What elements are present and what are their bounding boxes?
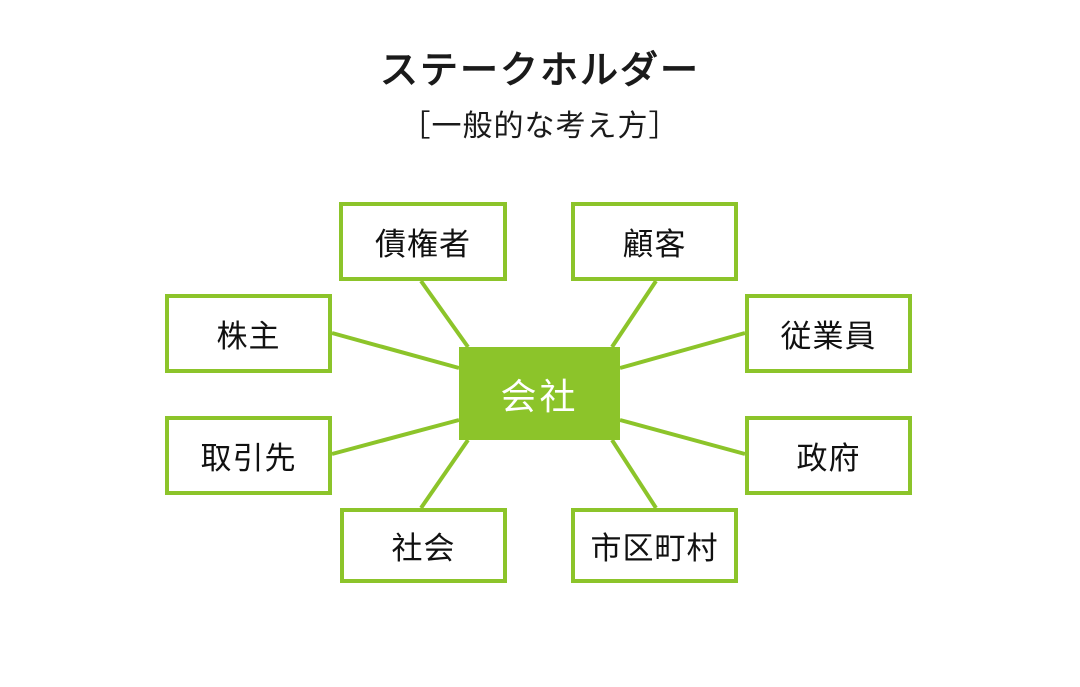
page-title: ステークホルダー [379, 48, 700, 92]
node-creditors[interactable]: 債権者 [339, 202, 507, 281]
node-suppliers[interactable]: 取引先 [165, 416, 332, 495]
node-employees[interactable]: 従業員 [745, 294, 912, 373]
node-society[interactable]: 社会 [340, 508, 507, 583]
node-label-customers: 顧客 [622, 227, 687, 263]
page-subtitle: ［一般的な考え方］ [400, 109, 680, 144]
node-label-shareholders: 株主 [216, 319, 281, 355]
node-customers[interactable]: 顧客 [571, 202, 738, 281]
node-label-employees: 従業員 [780, 319, 877, 355]
edge-society-to-company [419, 438, 470, 510]
edge-government-to-company [619, 418, 746, 456]
node-government[interactable]: 政府 [745, 416, 912, 495]
node-label-creditors: 債権者 [375, 227, 471, 263]
node-shareholders[interactable]: 株主 [165, 294, 332, 373]
node-label-suppliers: 取引先 [200, 441, 297, 477]
edge-employees-to-company [619, 331, 746, 370]
node-label-company: 会社 [500, 376, 579, 418]
node-company[interactable]: 会社 [459, 347, 620, 440]
edge-creditors-to-company [419, 279, 470, 349]
node-label-society: 社会 [391, 531, 456, 567]
edge-municipalities-to-company [610, 438, 658, 510]
node-municipalities[interactable]: 市区町村 [571, 508, 738, 583]
node-label-municipalities: 市区町村 [590, 531, 719, 567]
edge-suppliers-to-company [331, 418, 460, 456]
node-label-government: 政府 [796, 441, 861, 477]
edge-customers-to-company [610, 279, 658, 349]
edge-shareholders-to-company [331, 331, 460, 370]
